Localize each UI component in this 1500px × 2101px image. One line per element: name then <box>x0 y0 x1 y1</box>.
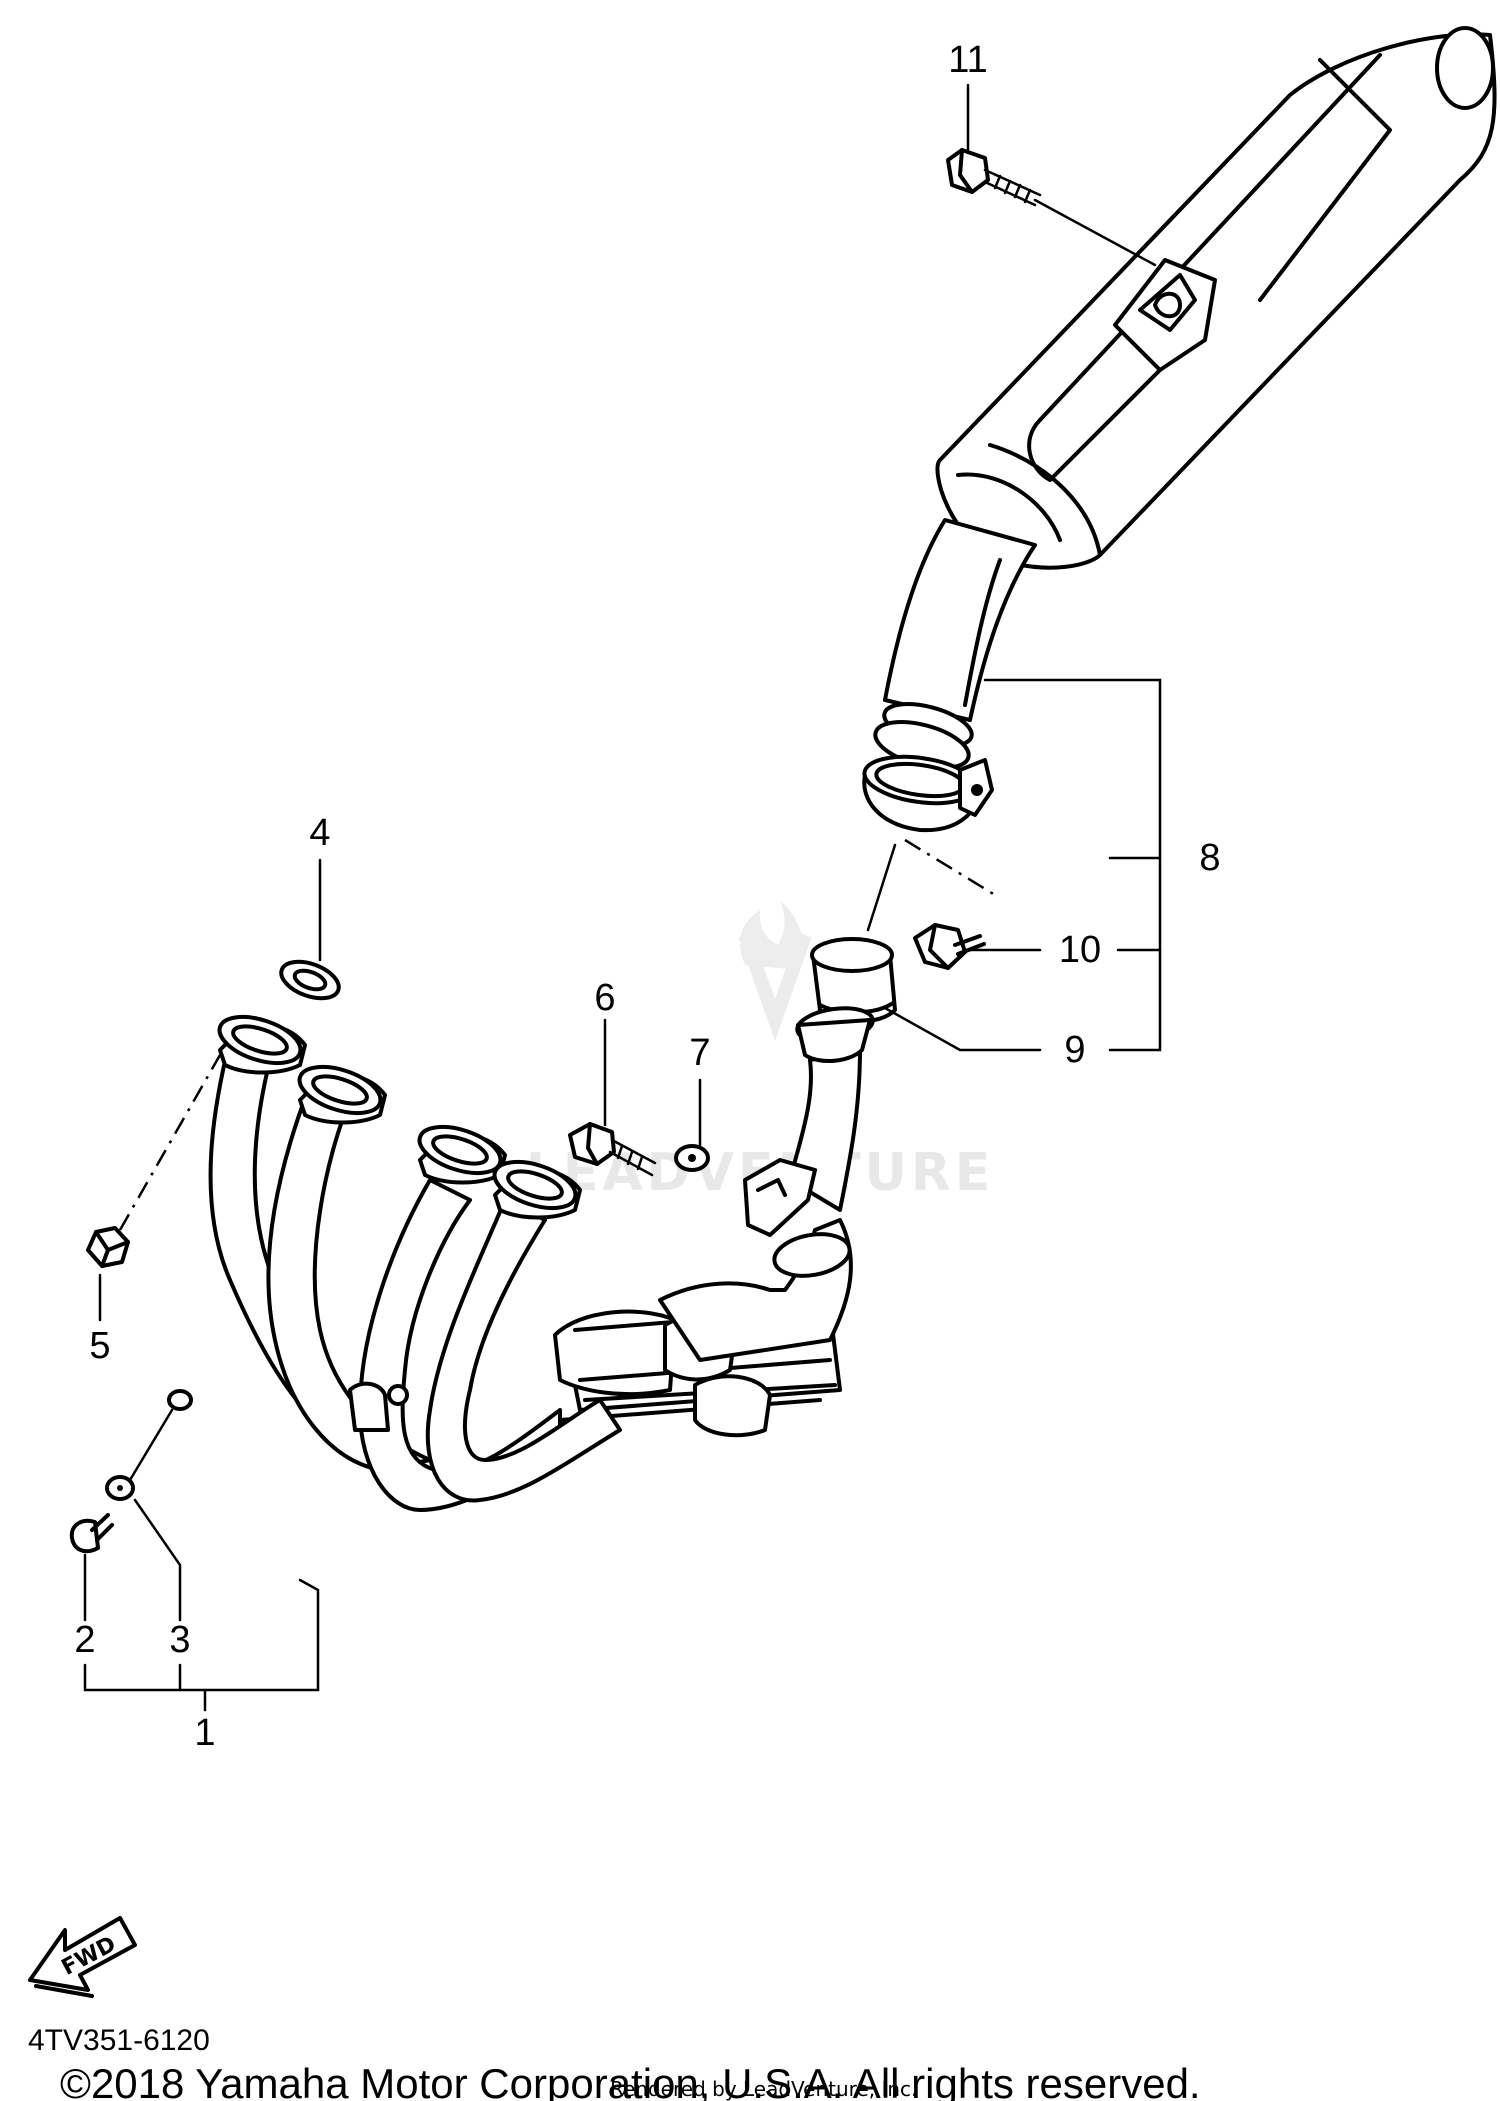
callout-2: 2 <box>74 1619 95 1661</box>
header-flange-3 <box>417 1124 507 1185</box>
callout-5: 5 <box>89 1325 110 1367</box>
washer-7 <box>674 1144 710 1172</box>
nut-5 <box>86 1226 130 1268</box>
header-flange-2 <box>297 1064 387 1125</box>
bolt-6 <box>568 1122 657 1177</box>
callout-7: 7 <box>689 1032 710 1074</box>
muffler-inlet-pipe <box>862 518 1037 833</box>
callout-9: 9 <box>1064 1029 1085 1071</box>
callout-numbers: 1 2 3 4 5 6 7 8 9 10 11 <box>74 39 1220 1754</box>
muffler <box>935 26 1497 570</box>
callout-3: 3 <box>169 1619 190 1661</box>
callout-1: 1 <box>194 1712 215 1754</box>
rendered-by-notice: Rendered by LeadVenture, Inc. <box>610 2077 917 2101</box>
callout-4: 4 <box>309 812 330 854</box>
header-flange-4 <box>492 1159 582 1220</box>
callout-11: 11 <box>948 39 987 81</box>
bolt-11 <box>946 148 1042 207</box>
exhaust-header-assembly <box>208 1006 875 1512</box>
bolt-10 <box>913 923 986 970</box>
washer-3 <box>105 1389 193 1501</box>
gasket-4 <box>279 959 341 1001</box>
callout-8: 8 <box>1199 837 1220 879</box>
header-flange-1 <box>217 1014 307 1075</box>
callout-6: 6 <box>594 977 615 1019</box>
leader-lines <box>83 83 1162 1712</box>
part-code: 4TV351-6120 <box>28 2024 210 2057</box>
bolt-2 <box>69 1513 114 1554</box>
copyright-notice: ©2018 Yamaha Motor Corporation, U.S.A. A… <box>60 2060 1201 2101</box>
callout-10: 10 <box>1059 929 1101 971</box>
forward-arrow: FWD <box>28 1916 137 1998</box>
